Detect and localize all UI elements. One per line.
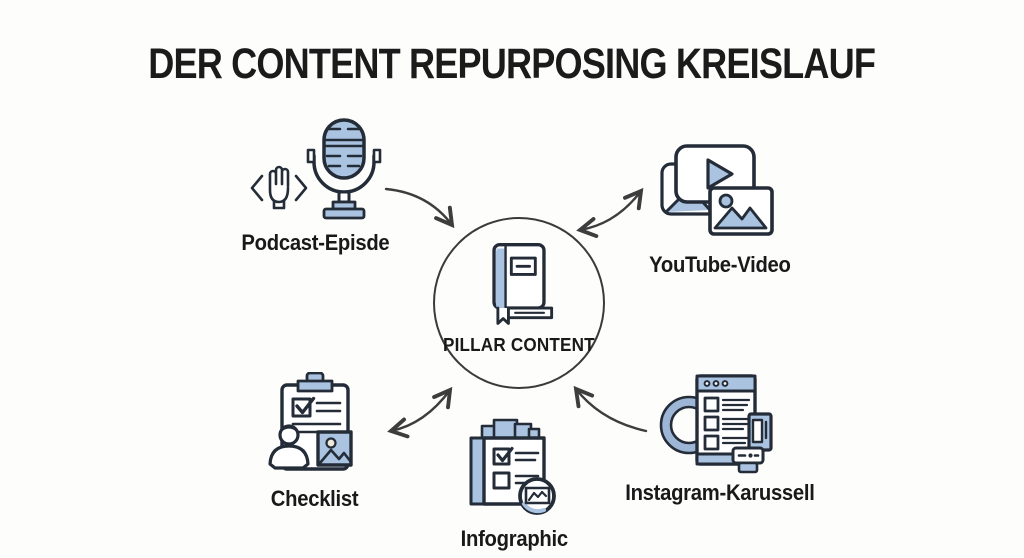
node-youtube-label: YouTube-Video [649, 252, 791, 277]
carousel-browser-icon [659, 374, 773, 474]
hand-icon [250, 165, 308, 210]
arrow-instagram-to-center [573, 385, 648, 433]
node-podcast: Podcast-Episde [235, 114, 395, 256]
arrow-podcast-to-center [384, 187, 455, 229]
book-icon [492, 243, 554, 325]
node-instagram: Instagram-Karussell [625, 372, 815, 506]
node-instagram-label: Instagram-Karussell [625, 480, 815, 505]
video-photo-icon [660, 144, 774, 236]
node-checklist: Checklist [245, 372, 385, 512]
pillar-content-label: PILLAR CONTENT [443, 335, 595, 355]
node-infographic: Infographic [448, 416, 580, 552]
arrow-checklist-center [387, 386, 453, 439]
node-podcast-label: Podcast-Episde [241, 230, 389, 255]
microphone-icon [250, 118, 382, 220]
page-title-text: DER CONTENT REPURPOSING KREISLAUF [148, 40, 877, 88]
clipboard-checklist-icon [268, 372, 353, 471]
stacked-sheets-chart-icon [469, 418, 556, 515]
phone-icon [747, 412, 773, 452]
page-title: DER CONTENT REPURPOSING KREISLAUF [0, 40, 1024, 89]
pillar-content-hub: PILLAR CONTENT [433, 217, 605, 389]
arrow-center-youtube [576, 187, 644, 238]
node-checklist-label: Checklist [271, 486, 359, 511]
person-icon [268, 424, 310, 470]
node-youtube: YouTube-Video [640, 140, 800, 278]
node-infographic-label: Infographic [460, 526, 568, 551]
